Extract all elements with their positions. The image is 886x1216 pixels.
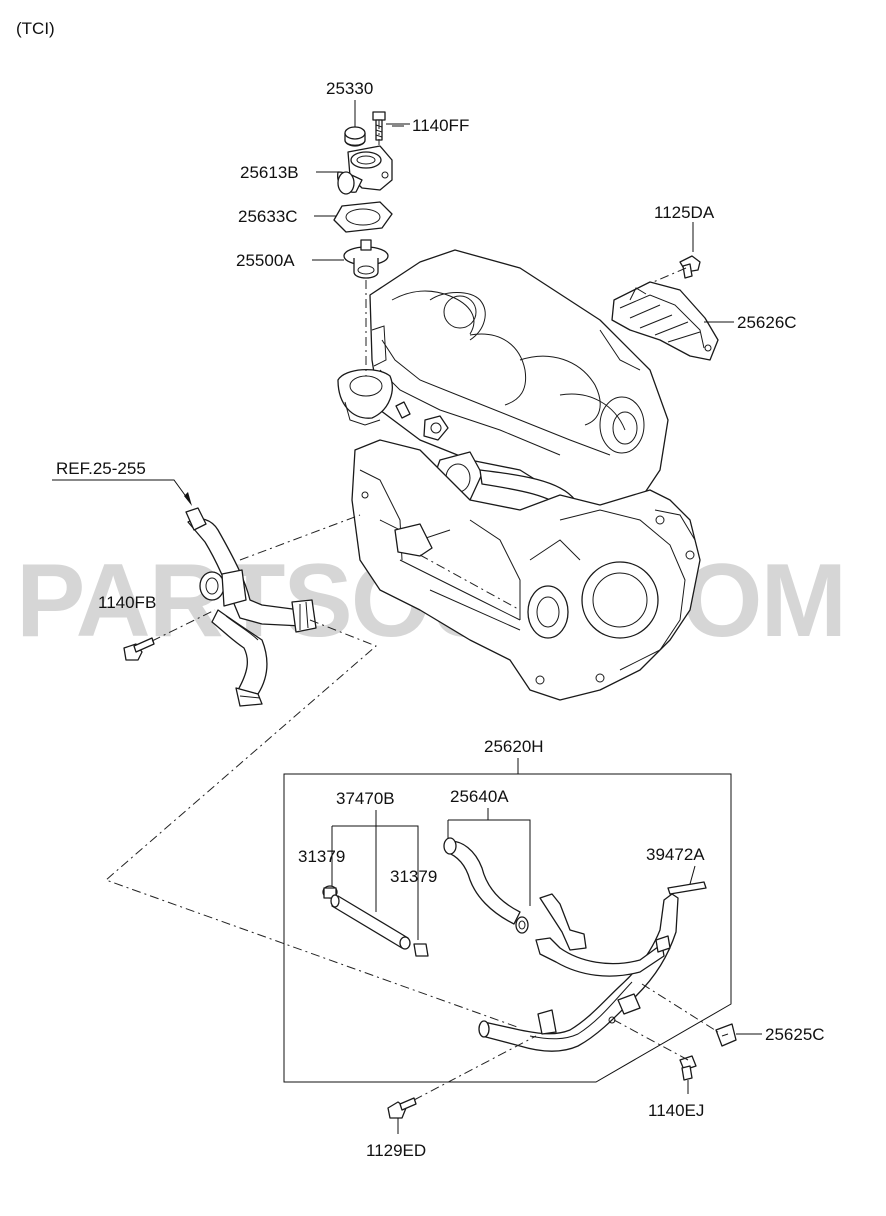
label-25500a[interactable]: 25500A	[236, 251, 295, 270]
label-1125da[interactable]: 1125DA	[654, 203, 715, 222]
part-37470b-hose[interactable]	[330, 894, 411, 950]
ref-25-255-hose-assembly	[185, 507, 317, 707]
label-31379-right[interactable]: 31379	[390, 867, 437, 886]
part-1140ff-bolt[interactable]	[372, 111, 386, 141]
label-25626c[interactable]: 25626C	[737, 313, 797, 332]
part-25500a-thermostat[interactable]	[343, 239, 389, 279]
label-25620h[interactable]: 25620H	[484, 737, 544, 756]
part-39472a-sensor[interactable]	[667, 865, 707, 895]
label-25613b[interactable]: 25613B	[240, 163, 299, 182]
assembly-25620h-frame	[283, 773, 732, 1083]
label-39472a[interactable]: 39472A	[646, 845, 705, 864]
part-31379-clamp-right[interactable]	[413, 943, 429, 957]
part-25633c-gasket[interactable]	[333, 201, 393, 233]
part-25625c-clip[interactable]	[715, 1023, 737, 1047]
part-1129ed-bolt[interactable]	[387, 1097, 417, 1119]
part-1140fb-bolt[interactable]	[123, 637, 155, 661]
label-1140ej[interactable]: 1140EJ	[648, 1101, 704, 1120]
label-25633c[interactable]: 25633C	[238, 207, 298, 226]
part-1125da-bolt[interactable]	[679, 255, 701, 279]
part-25626c-bracket[interactable]	[611, 281, 719, 361]
part-25640a-hose[interactable]	[443, 837, 529, 934]
part-25620h-pipe[interactable]	[478, 893, 679, 1052]
label-37470b[interactable]: 37470B	[336, 789, 395, 808]
thermostat-seat	[337, 369, 393, 426]
variant-label: (TCI)	[16, 19, 55, 38]
label-31379-left[interactable]: 31379	[298, 847, 345, 866]
label-25625c[interactable]: 25625C	[765, 1025, 825, 1044]
engine-block	[351, 249, 701, 701]
part-1140ej-bolt[interactable]	[679, 1055, 697, 1081]
label-ref-25-255[interactable]: REF.25-255	[56, 459, 146, 478]
label-25640a[interactable]: 25640A	[450, 787, 509, 806]
part-25330-cap[interactable]	[344, 126, 366, 147]
label-1140ff[interactable]: 1140FF	[412, 116, 469, 135]
label-25330[interactable]: 25330	[326, 79, 373, 98]
label-1129ed[interactable]: 1129ED	[366, 1141, 426, 1160]
label-1140fb[interactable]: 1140FB	[98, 593, 156, 612]
part-25613b-housing[interactable]	[337, 145, 393, 195]
